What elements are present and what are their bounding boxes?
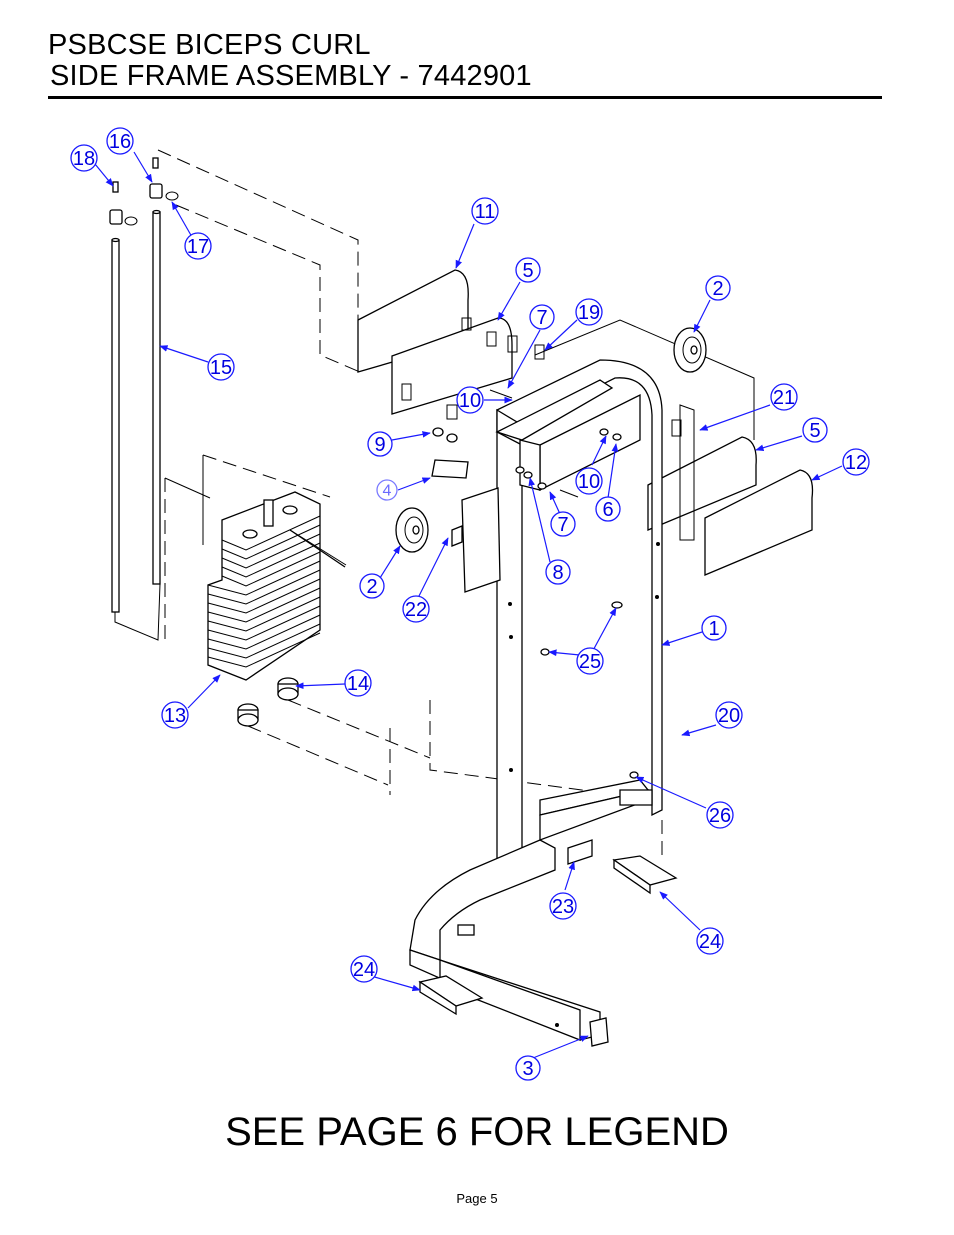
pulleys bbox=[395, 327, 707, 553]
callout-19: 19 bbox=[575, 298, 603, 326]
callout-10-upper: 10 bbox=[456, 386, 484, 414]
weight-plate-edge bbox=[221, 533, 321, 569]
callout-11: 11 bbox=[471, 197, 499, 225]
weight-plate-edge bbox=[207, 578, 321, 614]
callout-10-label: 10 bbox=[578, 471, 600, 493]
weight-plate-edge bbox=[207, 605, 321, 641]
callout-7-label: 7 bbox=[536, 307, 547, 329]
callout-4: 4 bbox=[376, 479, 398, 501]
callout-24-right: 24 bbox=[696, 927, 724, 955]
weight-plate-edge bbox=[207, 632, 321, 668]
callout-16-label: 16 bbox=[109, 131, 131, 153]
callout-26-label: 26 bbox=[709, 805, 731, 827]
callout-1-label: 1 bbox=[708, 618, 719, 640]
feet-and-caps bbox=[418, 820, 678, 1047]
weight-plate-edge bbox=[221, 515, 321, 551]
legend-note: SEE PAGE 6 FOR LEGEND bbox=[225, 1110, 729, 1154]
callout-4-label: 4 bbox=[383, 483, 392, 500]
callout-20-label: 20 bbox=[718, 705, 740, 727]
callout-20: 20 bbox=[715, 701, 743, 729]
weight-plate-edge bbox=[207, 614, 321, 650]
rear-shroud-11 bbox=[357, 269, 518, 420]
callout-9: 9 bbox=[367, 431, 393, 457]
callout-13: 13 bbox=[161, 701, 189, 729]
weight-plate-edge bbox=[221, 524, 321, 560]
callout-21: 21 bbox=[770, 383, 798, 411]
shroud-5-right bbox=[534, 319, 814, 576]
callout-2-label: 2 bbox=[712, 278, 723, 300]
callout-bubbles: 1 2 2 3 4 5 5 6 7 7 8 9 10 10 11 12 13 1… bbox=[70, 127, 870, 1081]
callout-16: 16 bbox=[106, 127, 134, 155]
weight-plate-edge bbox=[207, 623, 321, 659]
callout-12: 12 bbox=[842, 448, 870, 476]
callout-2-label: 2 bbox=[366, 576, 377, 598]
callout-15: 15 bbox=[207, 353, 235, 381]
callout-7-lower: 7 bbox=[550, 511, 576, 537]
callout-13-label: 13 bbox=[164, 705, 186, 727]
callout-3: 3 bbox=[515, 1055, 541, 1081]
callout-18: 18 bbox=[70, 144, 98, 172]
callout-19-label: 19 bbox=[578, 302, 600, 324]
callout-3-label: 3 bbox=[522, 1058, 533, 1080]
page-number: Page 5 bbox=[456, 1191, 498, 1206]
weight-plate-edge bbox=[221, 551, 321, 587]
callout-9-label: 9 bbox=[374, 434, 385, 456]
callout-22-label: 22 bbox=[405, 599, 427, 621]
callout-15-label: 15 bbox=[210, 357, 232, 379]
callout-7-upper: 7 bbox=[529, 304, 555, 330]
weight-plate-edge bbox=[207, 560, 321, 596]
guide-rods bbox=[109, 157, 179, 641]
callout-2-left-pulley: 2 bbox=[359, 573, 385, 599]
callout-22: 22 bbox=[402, 595, 430, 623]
callout-14-label: 14 bbox=[347, 673, 369, 695]
main-frame bbox=[409, 359, 663, 1041]
callout-12-label: 12 bbox=[845, 452, 867, 474]
leader-lines bbox=[94, 151, 843, 1061]
callout-26: 26 bbox=[706, 801, 734, 829]
callout-1: 1 bbox=[701, 615, 727, 641]
page-title-line-1: PSBCSE BICEPS CURL bbox=[48, 29, 371, 61]
callout-5-upper: 5 bbox=[515, 257, 541, 283]
callout-5-right: 5 bbox=[802, 417, 828, 443]
callout-23: 23 bbox=[549, 892, 577, 920]
callout-24-left: 24 bbox=[350, 955, 378, 983]
callout-5-label: 5 bbox=[522, 260, 533, 282]
callout-21-label: 21 bbox=[773, 387, 795, 409]
callout-6: 6 bbox=[595, 496, 621, 522]
callout-23-label: 23 bbox=[552, 896, 574, 918]
weight-plate-edge bbox=[207, 596, 321, 632]
callout-10-label: 10 bbox=[459, 390, 481, 412]
callout-2-right-pulley: 2 bbox=[705, 275, 731, 301]
title-rule bbox=[48, 96, 882, 99]
callout-7-label: 7 bbox=[557, 514, 568, 536]
small-hardware bbox=[431, 389, 639, 865]
callout-8-label: 8 bbox=[552, 562, 563, 584]
page-title-line-2: SIDE FRAME ASSEMBLY - 7442901 bbox=[50, 60, 532, 92]
callout-8: 8 bbox=[545, 559, 571, 585]
callout-18-label: 18 bbox=[73, 148, 95, 170]
callout-24-label: 24 bbox=[699, 931, 721, 953]
callout-17-label: 17 bbox=[187, 236, 209, 258]
guide-rod-dashed-paths bbox=[157, 149, 361, 640]
weight-stack bbox=[164, 455, 347, 681]
callout-10-lower: 10 bbox=[575, 467, 603, 495]
callout-14: 14 bbox=[344, 669, 372, 697]
callout-24-label: 24 bbox=[353, 959, 375, 981]
callout-11-label: 11 bbox=[475, 201, 496, 223]
callout-25: 25 bbox=[576, 647, 604, 675]
weight-plate-edge bbox=[207, 569, 321, 605]
weight-plate-edge bbox=[221, 542, 321, 578]
callout-6-label: 6 bbox=[602, 499, 613, 521]
callout-17: 17 bbox=[184, 232, 212, 260]
bumpers bbox=[237, 677, 621, 796]
callout-25-label: 25 bbox=[579, 651, 601, 673]
callout-5-label: 5 bbox=[809, 420, 820, 442]
weight-plate-edge bbox=[207, 587, 321, 623]
